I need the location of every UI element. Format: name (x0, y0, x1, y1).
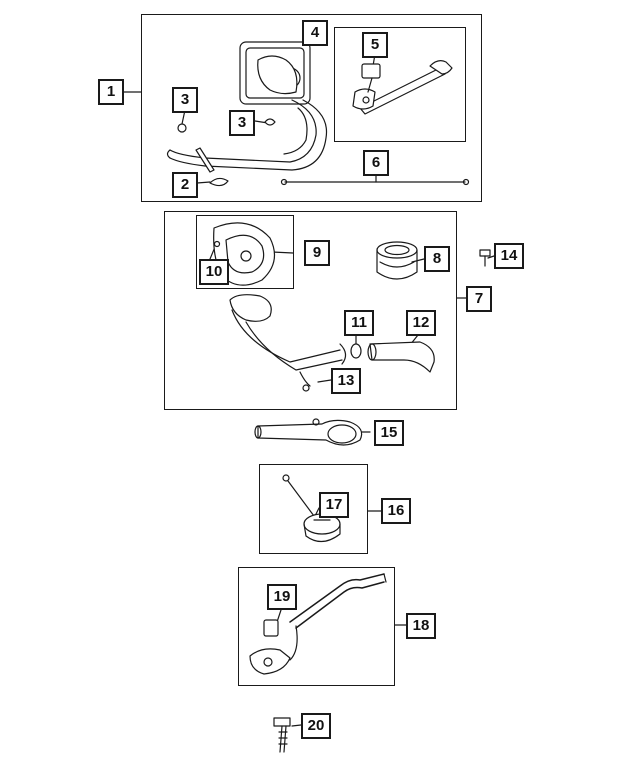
callout-10: 10 (199, 259, 229, 285)
callout-12: 12 (406, 310, 436, 336)
callout-2: 2 (172, 172, 198, 198)
callout-11: 11 (344, 310, 374, 336)
callout-16: 16 (381, 498, 411, 524)
callout-1: 1 (98, 79, 124, 105)
callout-20: 20 (301, 713, 331, 739)
callout-3b: 3 (229, 110, 255, 136)
sub-box-5 (334, 27, 466, 142)
callout-5: 5 (362, 32, 388, 58)
callout-17: 17 (319, 492, 349, 518)
callout-15: 15 (374, 420, 404, 446)
callout-9: 9 (304, 240, 330, 266)
callout-8: 8 (424, 246, 450, 272)
callout-3a: 3 (172, 87, 198, 113)
callout-6: 6 (363, 150, 389, 176)
callout-18: 18 (406, 613, 436, 639)
callout-19: 19 (267, 584, 297, 610)
callout-4: 4 (302, 20, 328, 46)
callout-13: 13 (331, 368, 361, 394)
callout-14: 14 (494, 243, 524, 269)
callout-7: 7 (466, 286, 492, 312)
group-box-16 (259, 464, 368, 554)
